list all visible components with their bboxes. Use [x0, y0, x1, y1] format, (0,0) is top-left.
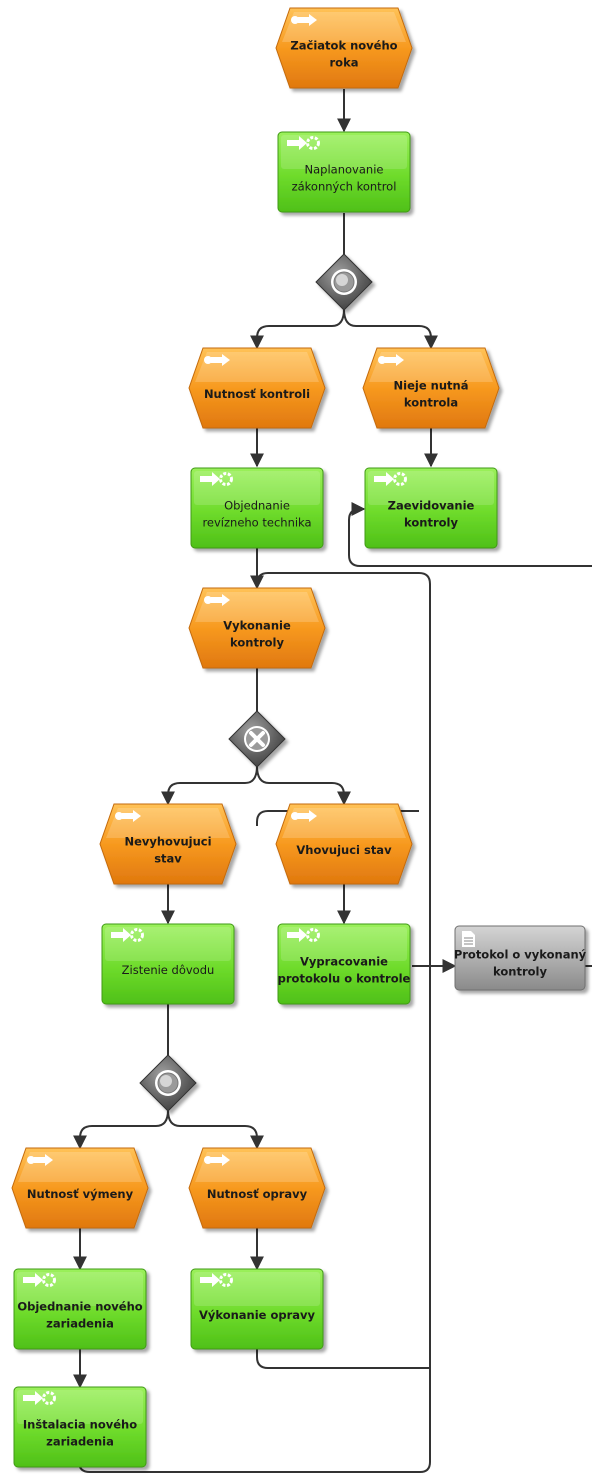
node-label: Vypracovanie — [300, 955, 388, 969]
event-icon — [291, 14, 317, 26]
event-nevyhovujuci[interactable]: Nevyhovujuci stav — [99, 803, 237, 885]
connectors — [73, 89, 592, 1473]
function-vykonanie_opravy[interactable]: Výkonanie opravy — [190, 1268, 324, 1350]
function-icon — [200, 1273, 233, 1287]
connector — [250, 308, 345, 350]
function-zaevidovanie[interactable]: Zaevidovanie kontroly — [364, 467, 498, 549]
node-label: stav — [154, 852, 182, 866]
node-label: kontroly — [404, 516, 458, 530]
event-nutnost_vymeny[interactable]: Nutnosť výmeny — [11, 1147, 149, 1229]
event-nieje_nutna[interactable]: Nieje nutná kontrola — [362, 347, 500, 429]
node-label: zariadenia — [46, 1435, 114, 1449]
node-label: zákonných kontrol — [292, 180, 397, 194]
function-instalacia[interactable]: Inštalacia nového zariadenia — [13, 1386, 147, 1468]
node-label: Vykonanie — [223, 619, 291, 633]
connector — [256, 1349, 430, 1369]
event-icon — [204, 1154, 230, 1166]
node-label: revízneho technika — [202, 516, 311, 530]
node-label: roka — [330, 56, 359, 70]
event-icon — [378, 354, 404, 366]
or-gateway[interactable] — [139, 1054, 197, 1112]
connector — [78, 572, 431, 1473]
node-label: Nutnosť výmeny — [27, 1187, 134, 1201]
event-icon — [115, 810, 141, 822]
node-label: Objednanie nového — [17, 1300, 142, 1314]
function-naplanovanie[interactable]: Naplanovanie zákonných kontrol — [277, 131, 411, 213]
node-label: Nutnosť kontroli — [204, 387, 310, 401]
function-icon — [287, 928, 320, 942]
function-zistenie[interactable]: Zistenie dôvodu — [101, 923, 235, 1005]
node-label: Objednanie — [224, 499, 290, 513]
function-icon — [111, 928, 144, 942]
event-vhovujuci[interactable]: Vhovujuci stav — [275, 803, 413, 885]
node-label: Nutnosť opravy — [207, 1187, 308, 1201]
connector — [167, 1109, 264, 1150]
document-protokol[interactable]: Protokol o vykonaný kontroly — [454, 925, 587, 991]
node-label: Nevyhovujuci — [124, 835, 211, 849]
function-vypracovanie[interactable]: Vypracovanie protokolu o kontrole — [277, 923, 411, 1005]
connector — [256, 765, 351, 806]
event-icon — [27, 1154, 53, 1166]
xor-gateway[interactable] — [228, 710, 286, 768]
event-icon — [291, 810, 317, 822]
node-label: Protokol o vykonaný — [454, 948, 587, 962]
node-label: Zaevidovanie — [388, 499, 475, 513]
connector — [161, 765, 258, 806]
node-label: Zistenie dôvodu — [122, 963, 215, 977]
function-icon — [23, 1391, 56, 1405]
connector — [343, 308, 438, 350]
function-icon — [200, 472, 233, 486]
node-label: Výkonanie opravy — [199, 1308, 316, 1322]
node-label: Inštalacia nového — [23, 1418, 137, 1432]
node-label: kontroly — [493, 965, 547, 979]
event-zaciatok[interactable]: Začiatok nového roka — [275, 7, 413, 89]
event-nutnost_kontroli[interactable]: Nutnosť kontroli — [188, 347, 326, 429]
function-icon — [374, 472, 407, 486]
node-label: protokolu o kontrole — [278, 972, 411, 986]
event-icon — [204, 354, 230, 366]
connector — [73, 1109, 169, 1150]
function-objednanie_zariadenia[interactable]: Objednanie nového zariadenia — [13, 1268, 147, 1350]
node-label: kontroly — [230, 636, 284, 650]
connector — [348, 502, 592, 567]
connector — [256, 810, 419, 826]
event-vykonanie_kontroly[interactable]: Vykonanie kontroly — [188, 587, 326, 669]
document-icon — [462, 931, 475, 947]
node-label: Vhovujuci stav — [296, 843, 392, 857]
event-icon — [204, 594, 230, 606]
node-label: kontrola — [404, 396, 458, 410]
function-objednanie_technika[interactable]: Objednanie revízneho technika — [190, 467, 324, 549]
or-gateway[interactable] — [315, 253, 373, 311]
function-icon — [287, 136, 320, 150]
node-label: Nieje nutná — [394, 379, 469, 393]
event-nutnost_opravy[interactable]: Nutnosť opravy — [188, 1147, 326, 1229]
node-label: zariadenia — [46, 1317, 114, 1331]
function-icon — [23, 1273, 56, 1287]
node-label: Začiatok nového — [290, 39, 397, 53]
node-label: Naplanovanie — [305, 163, 384, 177]
